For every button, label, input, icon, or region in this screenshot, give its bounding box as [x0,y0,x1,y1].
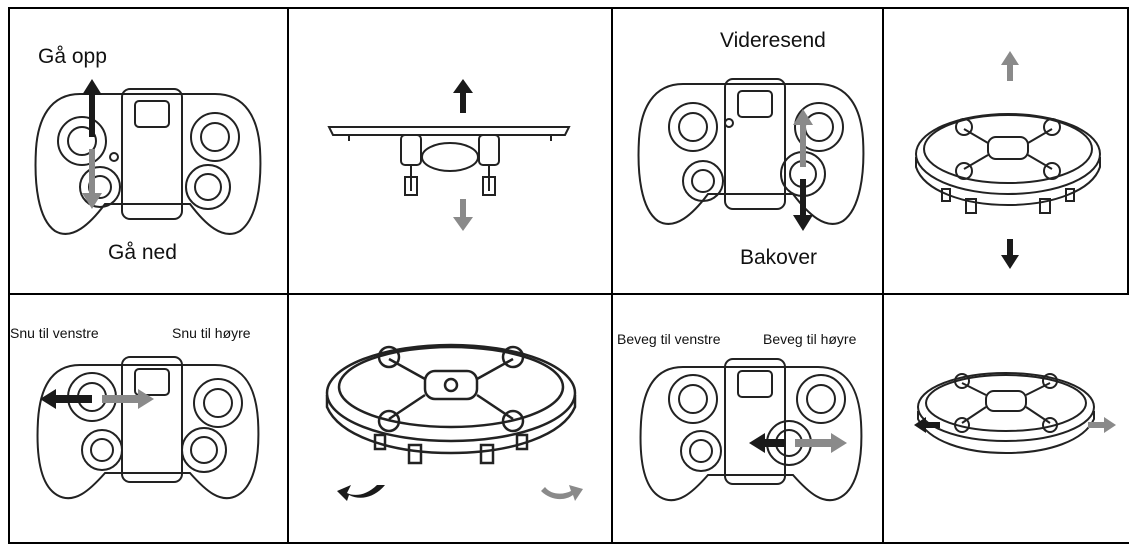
cell-drone-rotation [289,295,611,542]
up-arrow-icon [1001,51,1019,81]
turn-left-label: Snu til venstre [10,325,99,341]
cell-drone-perspective [884,9,1127,293]
table-right-border [1127,7,1129,295]
drone-perspective-illustration [915,51,1101,269]
drone-sideways-illustration [914,372,1116,455]
move-right-label: Beveg til høyre [763,331,857,347]
down-label: Gå ned [108,241,177,264]
back-label: Bakover [740,246,818,269]
up-arrow-icon [453,79,473,113]
left-right-arrow-icon [749,433,847,453]
rotate-left-arrow-icon [337,485,385,501]
forward-label: Videresend [720,29,826,52]
controller-illustration [34,79,262,235]
controller-illustration [639,358,863,502]
forward-back-arrow-icon [793,109,813,231]
cell-controller-forward-back: Videresend Bakover [613,9,882,293]
table-middle-border [8,293,1129,295]
table-left-border [8,7,10,544]
controller-illustration [36,356,260,500]
table-top-border [8,7,1129,9]
instruction-table: Gå opp Gå ned [8,7,1129,544]
cell-drone-side-view [289,9,611,293]
left-arrow-icon [914,417,940,433]
drone-side-illustration [327,79,571,231]
cell-drone-sideways [884,295,1127,542]
table-col-divider-2 [611,7,613,544]
table-bottom-border [8,542,1129,544]
table-col-divider-3 [882,7,884,544]
move-left-label: Beveg til venstre [617,331,721,347]
controller-illustration [637,78,865,231]
down-arrow-icon [1001,239,1019,269]
up-label: Gå opp [38,45,107,68]
cell-controller-turn: Snu til venstre Snu til høyre [10,295,287,542]
down-arrow-icon [453,199,473,231]
cell-controller-up-down: Gå opp Gå ned [10,9,287,293]
turn-right-label: Snu til høyre [172,325,251,341]
cell-controller-move: Beveg til venstre Beveg til høyre [613,295,882,542]
left-right-arrow-icon [40,389,154,409]
up-down-arrow-icon [82,79,102,209]
drone-rotation-illustration [325,343,583,501]
right-arrow-icon [1088,417,1116,433]
table-col-divider-1 [287,7,289,544]
rotate-right-arrow-icon [541,485,583,501]
